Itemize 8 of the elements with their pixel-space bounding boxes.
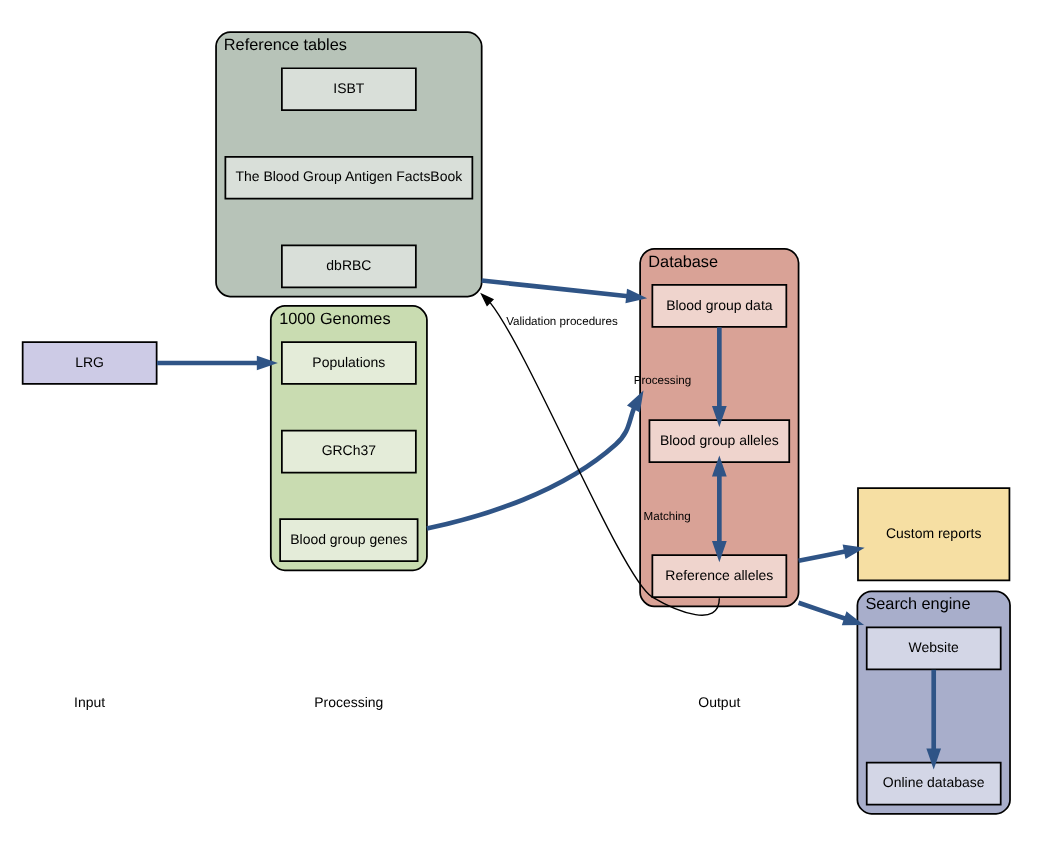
arrow (155, 354, 277, 370)
arrow (925, 668, 941, 769)
arrow (480, 277, 647, 303)
arrow (797, 543, 864, 563)
arrow (711, 326, 726, 426)
arrow (796, 599, 864, 625)
arrow (425, 389, 643, 530)
arrow (711, 454, 726, 562)
